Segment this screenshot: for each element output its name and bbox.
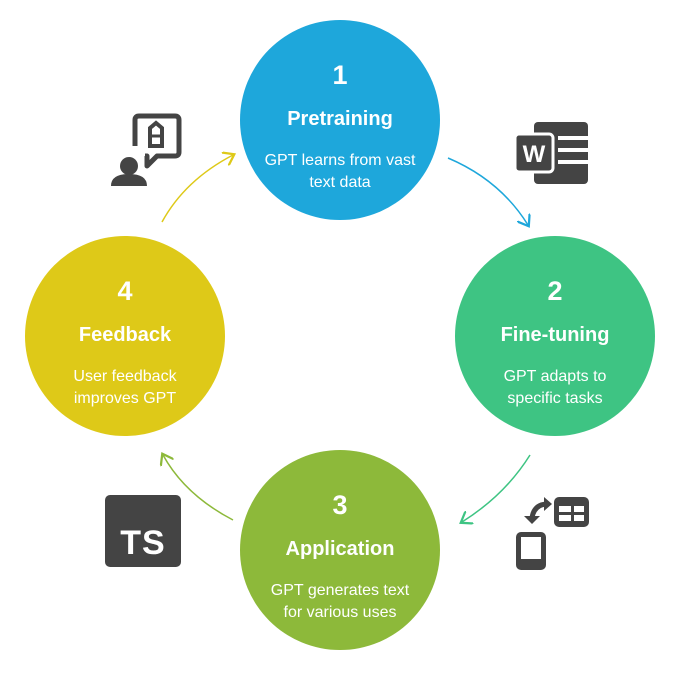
step-pretraining: 1 Pretraining GPT learns from vast text …: [240, 20, 440, 220]
step-title: Pretraining: [287, 108, 393, 130]
typescript-label: TS: [120, 524, 166, 562]
mobile-sync-icon: [516, 497, 589, 570]
arrow-2-to-3: [462, 454, 531, 522]
step-number: 2: [547, 276, 563, 306]
arrow-1-to-2: [447, 157, 528, 225]
step-title: Application: [285, 538, 395, 560]
arrow-4-to-1: [161, 155, 233, 223]
step-description: GPT adapts to specific tasks: [503, 368, 607, 407]
arrow-3-to-4: [163, 455, 234, 521]
step-description: GPT learns from vast text data: [264, 152, 416, 191]
step-title: Fine-tuning: [500, 324, 610, 346]
step-number: 4: [117, 276, 133, 306]
step-description: GPT generates text for various uses: [270, 582, 410, 621]
step-feedback: 4 Feedback User feedback improves GPT: [25, 236, 225, 436]
step-number: 1: [332, 60, 348, 90]
step-number: 3: [332, 490, 348, 520]
step-fine-tuning: 2 Fine-tuning GPT adapts to specific tas…: [455, 236, 655, 436]
step-application: 3 Application GPT generates text for var…: [240, 450, 440, 650]
user-feedback-icon: [111, 113, 182, 186]
word-letter: W: [523, 141, 546, 168]
step-title: Feedback: [78, 324, 172, 346]
step-description: User feedback improves GPT: [73, 368, 177, 407]
word-document-icon: W: [514, 122, 588, 184]
typescript-icon: TS: [105, 495, 181, 567]
